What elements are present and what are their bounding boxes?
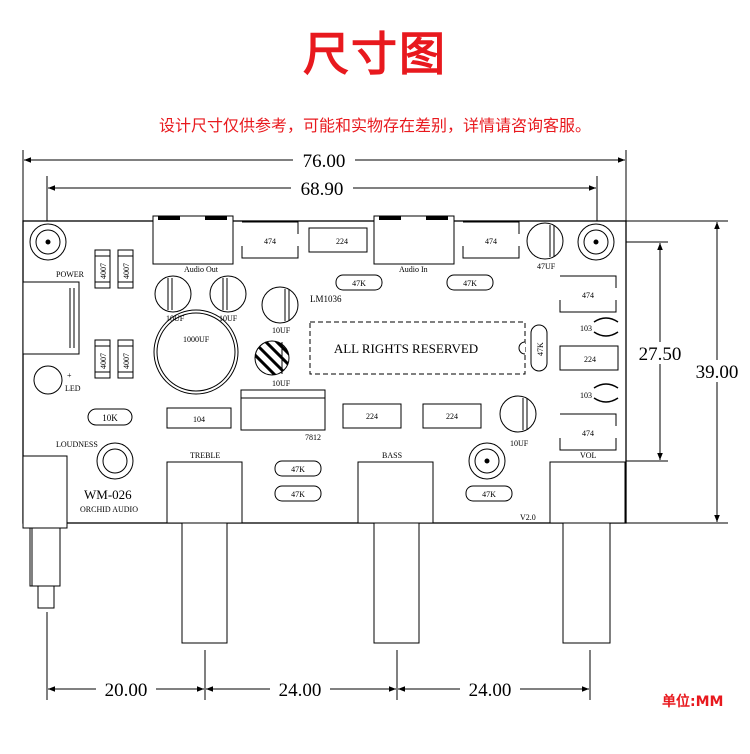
label-474-1: 474 bbox=[264, 237, 276, 246]
label-loudness: LOUDNESS bbox=[56, 440, 98, 449]
dim-overall-height: 39.00 bbox=[696, 362, 739, 383]
label-474-3: 474 bbox=[582, 291, 594, 300]
dim-bass-to-vol: 24.00 bbox=[469, 680, 512, 701]
label-vol: VOL bbox=[580, 451, 597, 460]
label-diode-2: 4007 bbox=[122, 263, 131, 279]
label-47k-4: 47K bbox=[291, 490, 305, 499]
label-224-2: 224 bbox=[366, 412, 378, 421]
label-47k-5: 47K bbox=[482, 490, 496, 499]
label-10uf-5: 10UF bbox=[510, 439, 529, 448]
label-47uf: 47UF bbox=[537, 262, 556, 271]
label-10k: 10K bbox=[102, 413, 118, 423]
label-224-3: 224 bbox=[446, 412, 458, 421]
label-power: POWER bbox=[56, 270, 85, 279]
label-lm1036: LM1036 bbox=[310, 294, 342, 304]
label-224-1: 224 bbox=[336, 237, 348, 246]
page-title: 尺寸图 bbox=[303, 27, 447, 81]
silkscreen-text: ALL RIGHTS RESERVED bbox=[334, 341, 478, 356]
board-version: V2.0 bbox=[520, 513, 536, 522]
label-47k-6: 47K bbox=[536, 342, 545, 356]
label-474-4: 474 bbox=[582, 429, 594, 438]
unit-label: 单位:MM bbox=[662, 694, 724, 710]
label-224-4: 224 bbox=[584, 355, 596, 364]
label-10uf-1: 10UF bbox=[166, 314, 185, 323]
label-diode-3: 4007 bbox=[99, 353, 108, 369]
label-103-1: 103 bbox=[580, 324, 592, 333]
label-103-2: 103 bbox=[580, 391, 592, 400]
label-47k-3: 47K bbox=[291, 465, 305, 474]
label-diode-1: 4007 bbox=[99, 263, 108, 279]
mounting-hole-icon bbox=[29, 223, 615, 480]
label-audio-out: Audio Out bbox=[184, 265, 219, 274]
led-icon bbox=[33, 365, 63, 395]
pcb-board: POWER 4007 4007 4007 4007 + LED 10K LOUD… bbox=[22, 215, 627, 644]
label-audio-in: Audio In bbox=[399, 265, 428, 274]
label-10uf-3: 10UF bbox=[272, 326, 291, 335]
potentiometer-icon bbox=[166, 461, 626, 644]
label-1000uf: 1000UF bbox=[183, 335, 210, 344]
label-474-2: 474 bbox=[485, 237, 497, 246]
label-47k-1: 47K bbox=[352, 279, 366, 288]
board-brand: ORCHID AUDIO bbox=[80, 505, 138, 514]
disclaimer-note: 设计尺寸仅供参考，可能和实物存在差别，详情请咨询客服。 bbox=[158, 116, 591, 135]
label-led-plus: + bbox=[67, 371, 72, 380]
board-model: WM-026 bbox=[84, 487, 132, 502]
label-treble: TREBLE bbox=[190, 451, 220, 460]
dim-hole-vertical: 27.50 bbox=[639, 344, 682, 365]
label-bass: BASS bbox=[382, 451, 402, 460]
label-10uf-4: 10UF bbox=[272, 379, 291, 388]
label-7812: 7812 bbox=[305, 433, 321, 442]
dim-treble-to-bass: 24.00 bbox=[279, 680, 322, 701]
dim-overall-width: 76.00 bbox=[303, 151, 346, 172]
capacitor-icon bbox=[153, 222, 564, 433]
label-47k-2: 47K bbox=[463, 279, 477, 288]
dim-hole-spacing: 68.90 bbox=[301, 179, 344, 200]
dim-left-to-treble: 20.00 bbox=[105, 680, 148, 701]
label-104: 104 bbox=[193, 415, 205, 424]
label-10uf-2: 10UF bbox=[219, 314, 238, 323]
diode-icon bbox=[94, 249, 134, 379]
label-diode-4: 4007 bbox=[122, 353, 131, 369]
hatched-capacitor-icon bbox=[254, 340, 290, 376]
label-led: LED bbox=[65, 384, 81, 393]
